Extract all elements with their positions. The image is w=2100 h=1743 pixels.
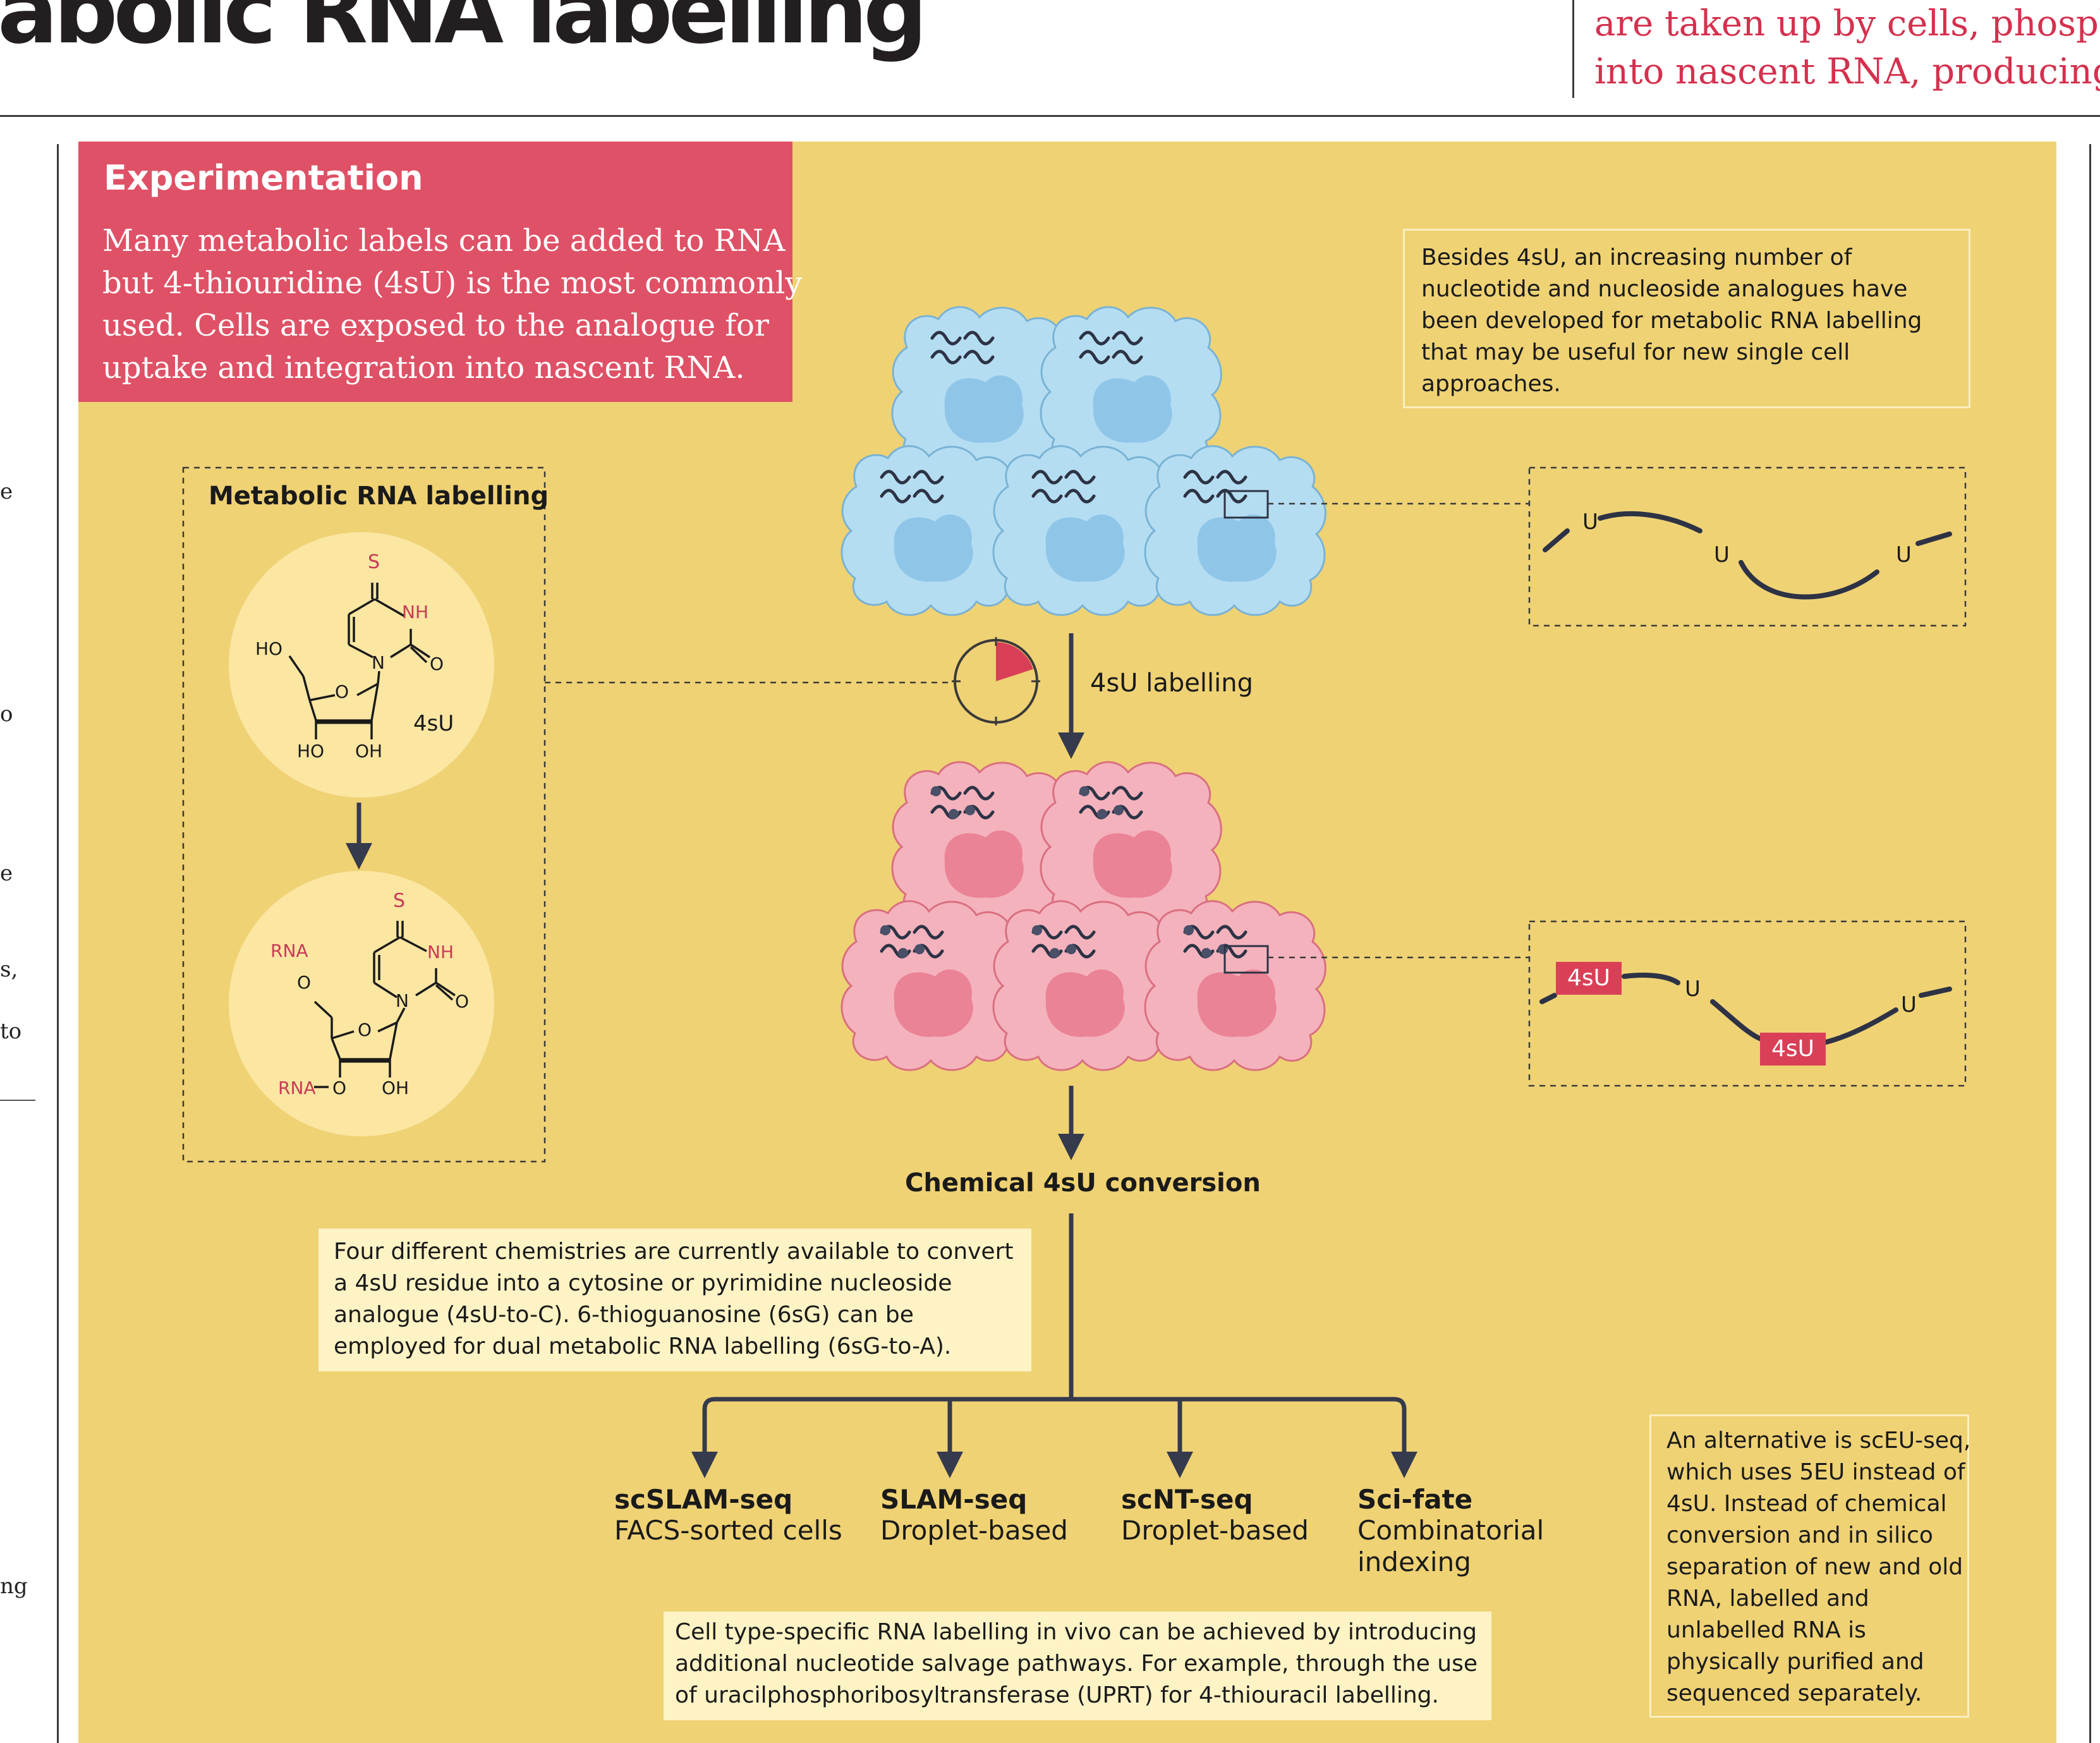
method-name: SLAM-seq (880, 1484, 1028, 1515)
note-line: employed for dual metabolic RNA labellin… (334, 1333, 952, 1359)
note-line: Besides 4sU, an increasing number of (1421, 245, 1852, 270)
note-line: which uses 5EU instead of (1666, 1459, 1965, 1485)
rna-incorporated-structure (313, 921, 456, 1088)
note-line: An alternative is scEU-seq, (1666, 1428, 1971, 1454)
note-line: analogue (4sU-to-C). 6-thioguanosine (6s… (334, 1302, 914, 1328)
note-line: Four different chemistries are currently… (334, 1239, 1014, 1265)
method-desc: Combinatorial (1357, 1515, 1545, 1546)
rna-strand (1543, 511, 1952, 600)
unlabelled-cell (842, 446, 1022, 615)
note-line: approaches. (1421, 371, 1561, 397)
margin-text-fragment: e (0, 479, 13, 504)
note-line: physically purified and (1666, 1649, 1924, 1675)
unlabelled-cell-cluster (842, 307, 1325, 615)
subhead-line: into nascent RNA, producing a (1594, 51, 2100, 92)
4su-label-badge: 4sU (1760, 1033, 1826, 1066)
header-column-divider (1572, 0, 1574, 98)
experimentation-line: used. Cells are exposed to the analogue … (102, 308, 769, 343)
note-line: a 4sU residue into a cytosine or pyrimid… (334, 1270, 952, 1296)
nucleotide-label: U (1685, 976, 1701, 1002)
nucleotide-label: U (1582, 509, 1598, 535)
note-line: unlabelled RNA is (1666, 1617, 1866, 1643)
margin-text-fragment: o (0, 701, 13, 727)
labelling-box (182, 466, 546, 1163)
labelled-cell-cluster (842, 762, 1325, 1070)
conversion-title: Chemical 4sU conversion (905, 1169, 1261, 1198)
timer-elapsed-wedge (996, 642, 1033, 681)
labelled-cell (842, 901, 1022, 1070)
note-scEU-seq: An alternative is scEU-seq, which uses 5… (1649, 1414, 1971, 1718)
left-column-rule (57, 144, 59, 1743)
unlabelled-cell (993, 446, 1174, 615)
rna-detail-box-unlabelled (1528, 466, 1967, 627)
4su-structure (288, 583, 430, 739)
method-name: scSLAM-seq (614, 1484, 793, 1515)
right-column-rule (2089, 144, 2091, 1743)
step-label: 4sU labelling (1090, 669, 1253, 698)
note-analogues: Besides 4sU, an increasing number of nuc… (1403, 229, 1970, 408)
note-line: conversion and in silico (1666, 1522, 1933, 1548)
page-title: abolic RNA labelling (0, 0, 928, 64)
note-line: of uracilphosphoribosyltransferase (UPRT… (675, 1682, 1439, 1708)
labelled-cell (993, 901, 1174, 1070)
margin-rule (0, 1100, 35, 1101)
timer-icon (952, 637, 1040, 726)
experimentation-line: but 4-thiouridine (4sU) is the most comm… (102, 265, 803, 301)
subhead: are taken up by cells, phosphor into nas… (1594, 0, 2100, 96)
rna-zoom-marker (1223, 945, 1269, 974)
note-line: been developed for metabolic RNA labelli… (1421, 308, 1922, 334)
labelled-cell (1145, 901, 1325, 1070)
margin-text-fragment: ng (0, 1574, 28, 1599)
molecule-circle (229, 532, 494, 798)
method-desc: FACS-sorted cells (614, 1515, 842, 1546)
method-slam-seq: SLAM-seq Droplet-based (880, 1484, 1068, 1546)
note-line: Cell type-specific RNA labelling in vivo… (675, 1619, 1477, 1645)
nucleotide-label: U (1714, 542, 1730, 568)
note-line: additional nucleotide salvage pathways. … (675, 1651, 1478, 1677)
note-line: RNA, labelled and (1666, 1586, 1869, 1612)
note-in-vivo: Cell type-specific RNA labelling in vivo… (664, 1612, 1491, 1720)
method-scnt-seq: scNT-seq Droplet-based (1121, 1484, 1309, 1546)
tree-branch (702, 1397, 1407, 1450)
note-line: 4sU. Instead of chemical (1666, 1491, 1947, 1517)
labelling-box-title: Metabolic RNA labelling (209, 482, 549, 511)
note-line: separation of new and old (1666, 1554, 1963, 1580)
margin-text-fragment: e (0, 861, 13, 886)
method-desc: Droplet-based (1121, 1515, 1309, 1546)
molecule-circle (229, 871, 494, 1136)
method-scslam-seq: scSLAM-seq FACS-sorted cells (614, 1484, 842, 1546)
note-line: that may be useful for new single cell (1421, 339, 1850, 365)
method-name: scNT-seq (1121, 1484, 1253, 1515)
experimentation-line: Many metabolic labels can be added to RN… (102, 223, 786, 258)
note-line: nucleotide and nucleoside analogues have (1421, 276, 1908, 302)
experimentation-line: uptake and integration into nascent RNA. (102, 350, 745, 386)
nucleotide-label: U (1901, 992, 1917, 1017)
rna-detail-box-labelled (1528, 920, 1967, 1087)
margin-text-fragment: to (0, 1019, 22, 1044)
method-desc: indexing (1357, 1546, 1471, 1577)
rna-strand (1539, 973, 1952, 1045)
method-name: Sci-fate (1357, 1484, 1473, 1515)
margin-text-fragment: s, (0, 957, 18, 982)
4su-label-badge: 4sU (1556, 962, 1622, 995)
subhead-line: are taken up by cells, phosphor (1594, 3, 2100, 44)
title-divider (0, 115, 2100, 117)
note-chemistries: Four different chemistries are currently… (319, 1229, 1031, 1371)
method-desc: Droplet-based (880, 1515, 1068, 1546)
note-line: sequenced separately. (1666, 1680, 1922, 1706)
nucleotide-label: U (1896, 542, 1912, 568)
unlabelled-cell (1145, 446, 1325, 615)
experimentation-box (78, 142, 792, 402)
method-sci-fate: Sci-fate Combinatorial indexing (1357, 1484, 1544, 1578)
experimentation-heading: Experimentation (104, 158, 423, 198)
experimentation-body: Many metabolic labels can be added to RN… (102, 220, 803, 389)
